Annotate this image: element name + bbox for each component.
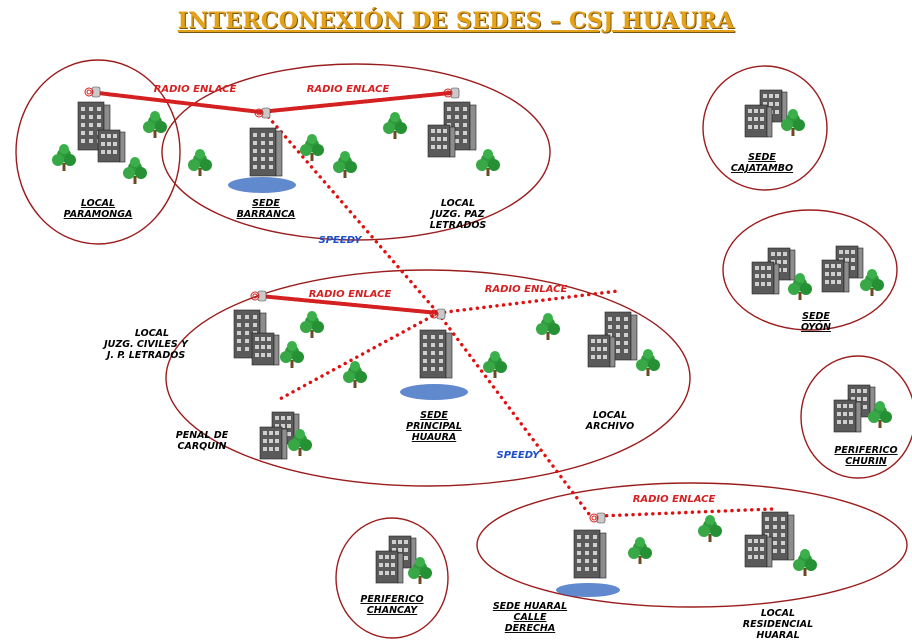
group-oyon-ellipse [722, 209, 898, 331]
antenna-icon [254, 107, 271, 119]
site-chancay [375, 535, 432, 584]
site-archivo [587, 311, 660, 376]
tree-icon [343, 361, 367, 388]
building-icon [375, 550, 404, 584]
tree-icon [536, 313, 560, 340]
speedy-label: SPEEDY [319, 235, 364, 246]
building-icon [744, 104, 773, 138]
site-paramonga [52, 101, 167, 184]
building-icon [249, 127, 283, 177]
site-cajatambo [744, 89, 805, 138]
tree-icon [628, 537, 652, 564]
radio-enlace-label: RADIO ENLACE [485, 284, 568, 295]
group-huaral-ellipse [476, 482, 908, 608]
building-icon [419, 329, 453, 379]
speedy-link-huaura-huaral [436, 311, 594, 520]
building-icon [427, 124, 456, 158]
building-icon [259, 426, 288, 460]
radio-enlace-label: RADIO ENLACE [154, 84, 237, 95]
tree-icon [483, 351, 507, 378]
group-paramonga-ellipse [15, 59, 181, 245]
radio-link-huaral-residencial [598, 507, 774, 518]
page-title: INTERCONEXIÓN DE SEDES – CSJ HUAURA [177, 8, 735, 34]
building-icon [751, 261, 780, 295]
tree-icon [793, 549, 817, 576]
radio-enlace-label: RADIO ENLACE [307, 84, 390, 95]
site-juzg-paz [383, 101, 500, 176]
site-churin [833, 384, 892, 433]
tree-icon [383, 112, 407, 139]
building-icon [251, 332, 280, 366]
building-icon [97, 129, 126, 163]
tree-icon [333, 151, 357, 178]
site-juzg-civiles [233, 309, 324, 368]
building-icon [587, 334, 616, 368]
group-cajatambo-ellipse [702, 65, 828, 191]
site-huaral-calle [556, 515, 722, 597]
site-oyon [751, 245, 884, 300]
group-barranca-ellipse [161, 63, 551, 241]
group-churin-ellipse [800, 355, 912, 479]
antenna-icon [250, 290, 267, 302]
tree-icon [636, 349, 660, 376]
tree-icon [476, 149, 500, 176]
tree-icon [123, 157, 147, 184]
tree-icon [188, 149, 212, 176]
tree-icon [280, 341, 304, 368]
tree-icon [52, 144, 76, 171]
building-icon [573, 529, 607, 579]
antenna-icon [84, 86, 101, 98]
site-principal-huaura [343, 313, 560, 400]
tree-icon [300, 311, 324, 338]
tree-icon [860, 269, 884, 296]
radio-link-barranca-juzgpaz [258, 91, 452, 114]
tree-icon [698, 515, 722, 542]
speedy-label: SPEEDY [497, 450, 542, 461]
site-barranca [188, 127, 357, 193]
antenna-icon [429, 308, 446, 320]
building-icon [833, 399, 862, 433]
group-huaura-ellipse [165, 269, 691, 487]
antenna-icon [443, 87, 460, 99]
antenna-icon [589, 512, 606, 524]
radio-link-paramonga-barranca [96, 91, 262, 114]
radio-enlace-label: RADIO ENLACE [309, 289, 392, 300]
link-huaura-carquin [276, 311, 440, 402]
building-icon [821, 259, 850, 293]
tree-icon [143, 111, 167, 138]
radio-link-huaura-archivo [436, 289, 620, 315]
group-chancay-ellipse [335, 517, 449, 639]
site-residencial-huaral [744, 511, 817, 576]
speedy-link-barranca-huaura [262, 110, 440, 315]
radio-enlace-label: RADIO ENLACE [633, 494, 716, 505]
radio-link-civiles-huaura [258, 294, 440, 315]
site-carquin [259, 411, 312, 460]
building-icon [744, 534, 773, 568]
